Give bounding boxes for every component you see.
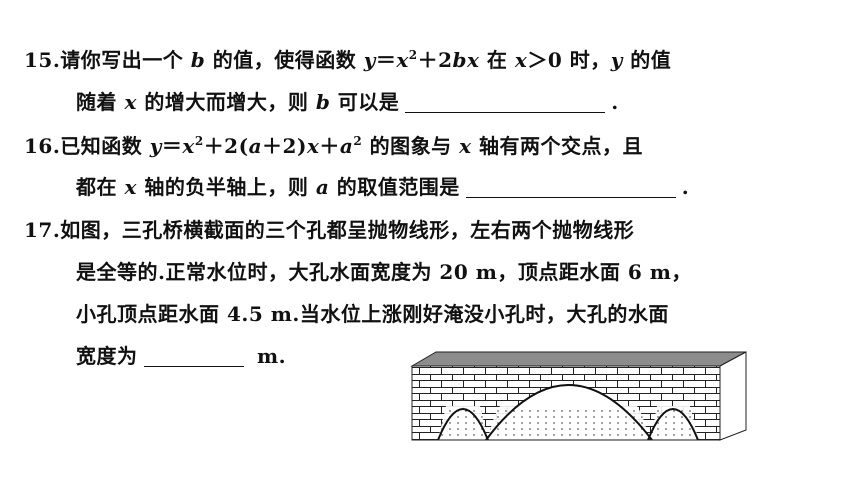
q15-exponent: 2 — [408, 48, 418, 62]
q17-line1: 17.如图，三孔桥横截面的三个孔都呈抛物线形，左右两个抛物线形 — [24, 215, 634, 245]
q15-var: b — [315, 90, 331, 114]
q16-formula: a — [339, 134, 354, 158]
water-region — [412, 406, 720, 440]
q16-text: 的取值范围是 — [329, 175, 460, 199]
q15-text: 的值 — [622, 48, 672, 72]
q17-line4: 宽度为 m. — [76, 341, 286, 371]
q16-formula: ＝ — [161, 134, 183, 158]
q15-formula: bx — [452, 48, 480, 72]
bridge-side — [719, 351, 747, 441]
q15-formula: x — [396, 48, 409, 72]
q16-text: 轴的负半轴上，则 — [136, 175, 316, 199]
q17-line2: 是全等的.正常水位时，大孔水面宽度为 20 m，顶点距水面 6 m， — [76, 260, 692, 284]
q15-text: 的增大而增大，则 — [136, 90, 316, 114]
q15-line1: 15.请你写出一个 b 的值，使得函数 y＝x2＋2bx 在 x＞0 时，y 的… — [24, 45, 671, 75]
q17-unit: m. — [249, 344, 287, 368]
q17-answer-blank[interactable] — [143, 344, 244, 367]
q17-text: 如图，三孔桥横截面的三个孔都呈抛物线形，左右两个抛物线形 — [60, 218, 635, 242]
q17-number: 17. — [24, 218, 61, 242]
q15-text: 的值，使得函数 — [205, 48, 364, 72]
q16-formula: ＋ — [319, 134, 340, 158]
q15-formula: y — [363, 48, 376, 72]
q17-line3: 小孔顶点距水面 4.5 m.当水位上涨刚好淹没小孔时，大孔的水面 — [76, 302, 669, 326]
q16-formula: x — [306, 134, 320, 158]
q16-var: x — [459, 134, 472, 158]
q16-formula: x — [182, 134, 195, 158]
q16-formula: y — [149, 134, 162, 158]
q15-formula: ＝ — [375, 48, 397, 72]
q16-var: a — [315, 175, 330, 199]
q15-text: 在 — [479, 48, 515, 72]
q15-condition: x — [514, 48, 528, 72]
q16-formula: ＋2) — [262, 134, 307, 158]
bridge-deck — [410, 351, 747, 367]
q16-var: x — [124, 175, 137, 199]
q15-text: 随着 — [76, 90, 125, 114]
q15-text: 请你写出一个 — [60, 48, 191, 72]
q16-exponent: 2 — [194, 134, 204, 148]
q16-text: 都在 — [76, 175, 125, 199]
q16-formula: a — [248, 134, 263, 158]
q15-number: 15. — [24, 48, 61, 72]
q16-text: 的图象与 — [362, 134, 460, 158]
q15-var: b — [190, 48, 206, 72]
q15-period: . — [611, 90, 619, 114]
q15-line2: 随着 x 的增大而增大，则 b 可以是. — [76, 87, 619, 117]
q16-number: 16. — [24, 134, 61, 158]
q15-condition: ＞0 时， — [527, 48, 611, 72]
q16-line2: 都在 x 轴的负半轴上，则 a 的取值范围是. — [76, 172, 689, 202]
q15-text: 可以是 — [330, 90, 400, 114]
q16-line1: 16.已知函数 y＝x2＋2(a＋2)x＋a2 的图象与 x 轴有两个交点，且 — [24, 131, 643, 161]
q16-answer-blank[interactable] — [465, 175, 676, 198]
q17-text: 宽度为 — [76, 344, 138, 368]
q16-exponent: 2 — [353, 134, 363, 148]
q16-formula: ＋2( — [203, 134, 249, 158]
q16-text: 已知函数 — [60, 134, 150, 158]
q15-answer-blank[interactable] — [405, 90, 606, 113]
q16-period: . — [681, 175, 690, 199]
q16-text: 轴有两个交点，且 — [471, 134, 644, 158]
q15-formula: ＋2 — [417, 48, 453, 72]
q15-var: x — [124, 90, 137, 114]
bridge-figure — [410, 351, 747, 441]
q15-var: y — [610, 48, 623, 72]
